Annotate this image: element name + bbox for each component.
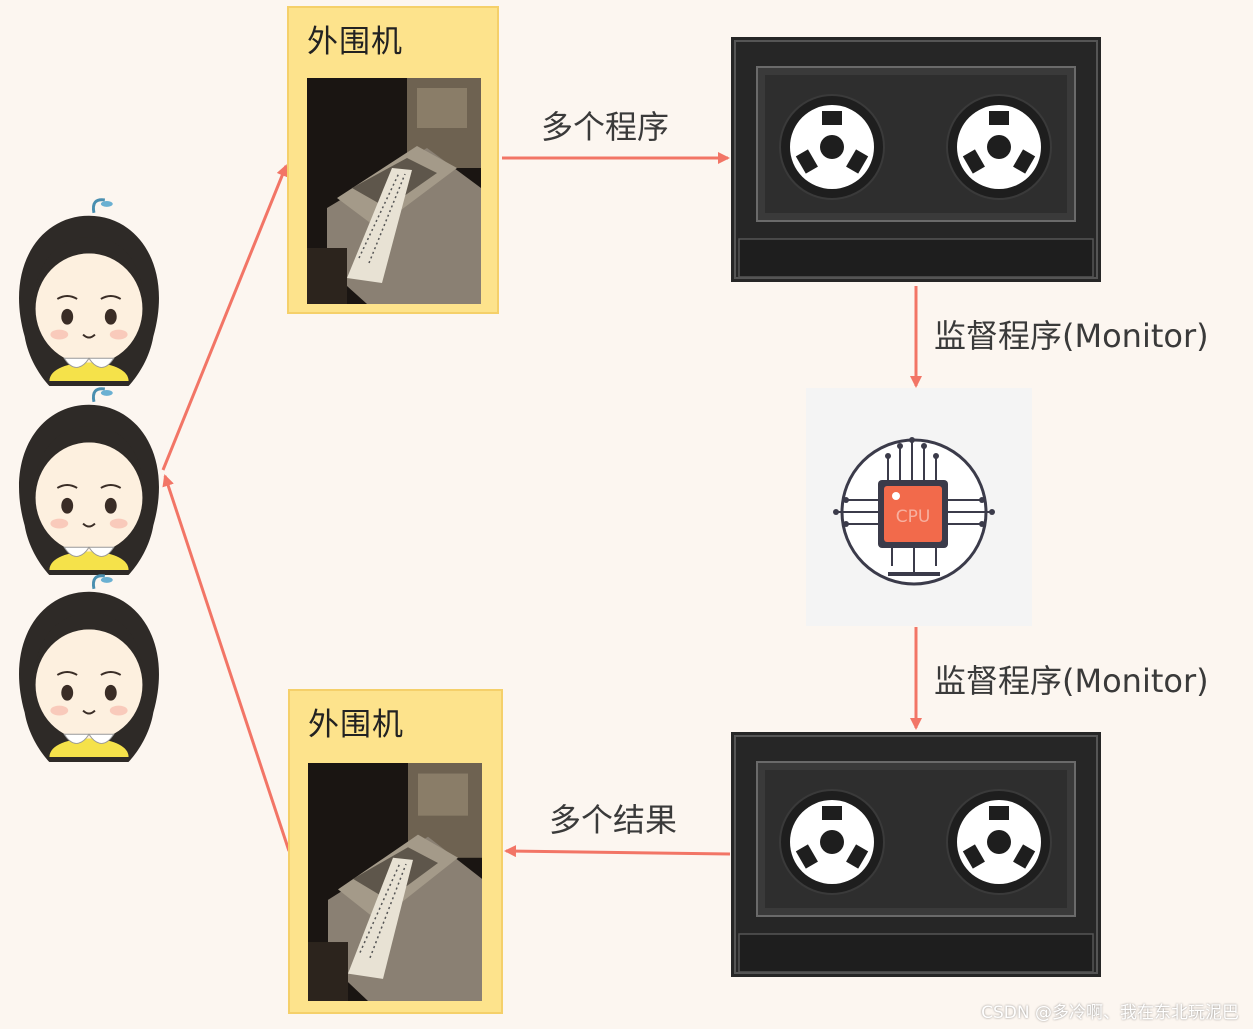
punch-card-machine-image [307, 78, 481, 304]
label-monitor-bottom: 监督程序(Monitor) [934, 656, 1209, 702]
peripheral-bottom-label: 外围机 [308, 699, 404, 744]
arrow-bottom-peripheral-to-users [165, 476, 289, 851]
peripheral-bottom: 外围机 [288, 689, 503, 1014]
peripheral-top: 外围机 [287, 6, 499, 314]
label-multiple-results: 多个结果 [549, 795, 677, 841]
girl-avatar [8, 385, 170, 575]
girl-avatar [8, 572, 170, 762]
girl-avatar [8, 196, 170, 386]
peripheral-top-label: 外围机 [307, 16, 403, 61]
tape-drive-bottom [731, 732, 1101, 977]
watermark: CSDN @多冷啊、我在东北玩泥巴 [981, 998, 1239, 1023]
label-monitor-top: 监督程序(Monitor) [934, 311, 1209, 357]
label-multiple-programs: 多个程序 [541, 102, 669, 148]
cpu-chip-label: CPU [896, 507, 931, 527]
arrow-users-to-top-peripheral [163, 166, 286, 470]
tape-drive-top [731, 37, 1101, 282]
punch-card-machine-image [308, 763, 482, 1001]
arrow-tape-to-bottom-peripheral [506, 851, 730, 854]
cpu-chip-icon: CPU [828, 430, 1004, 590]
